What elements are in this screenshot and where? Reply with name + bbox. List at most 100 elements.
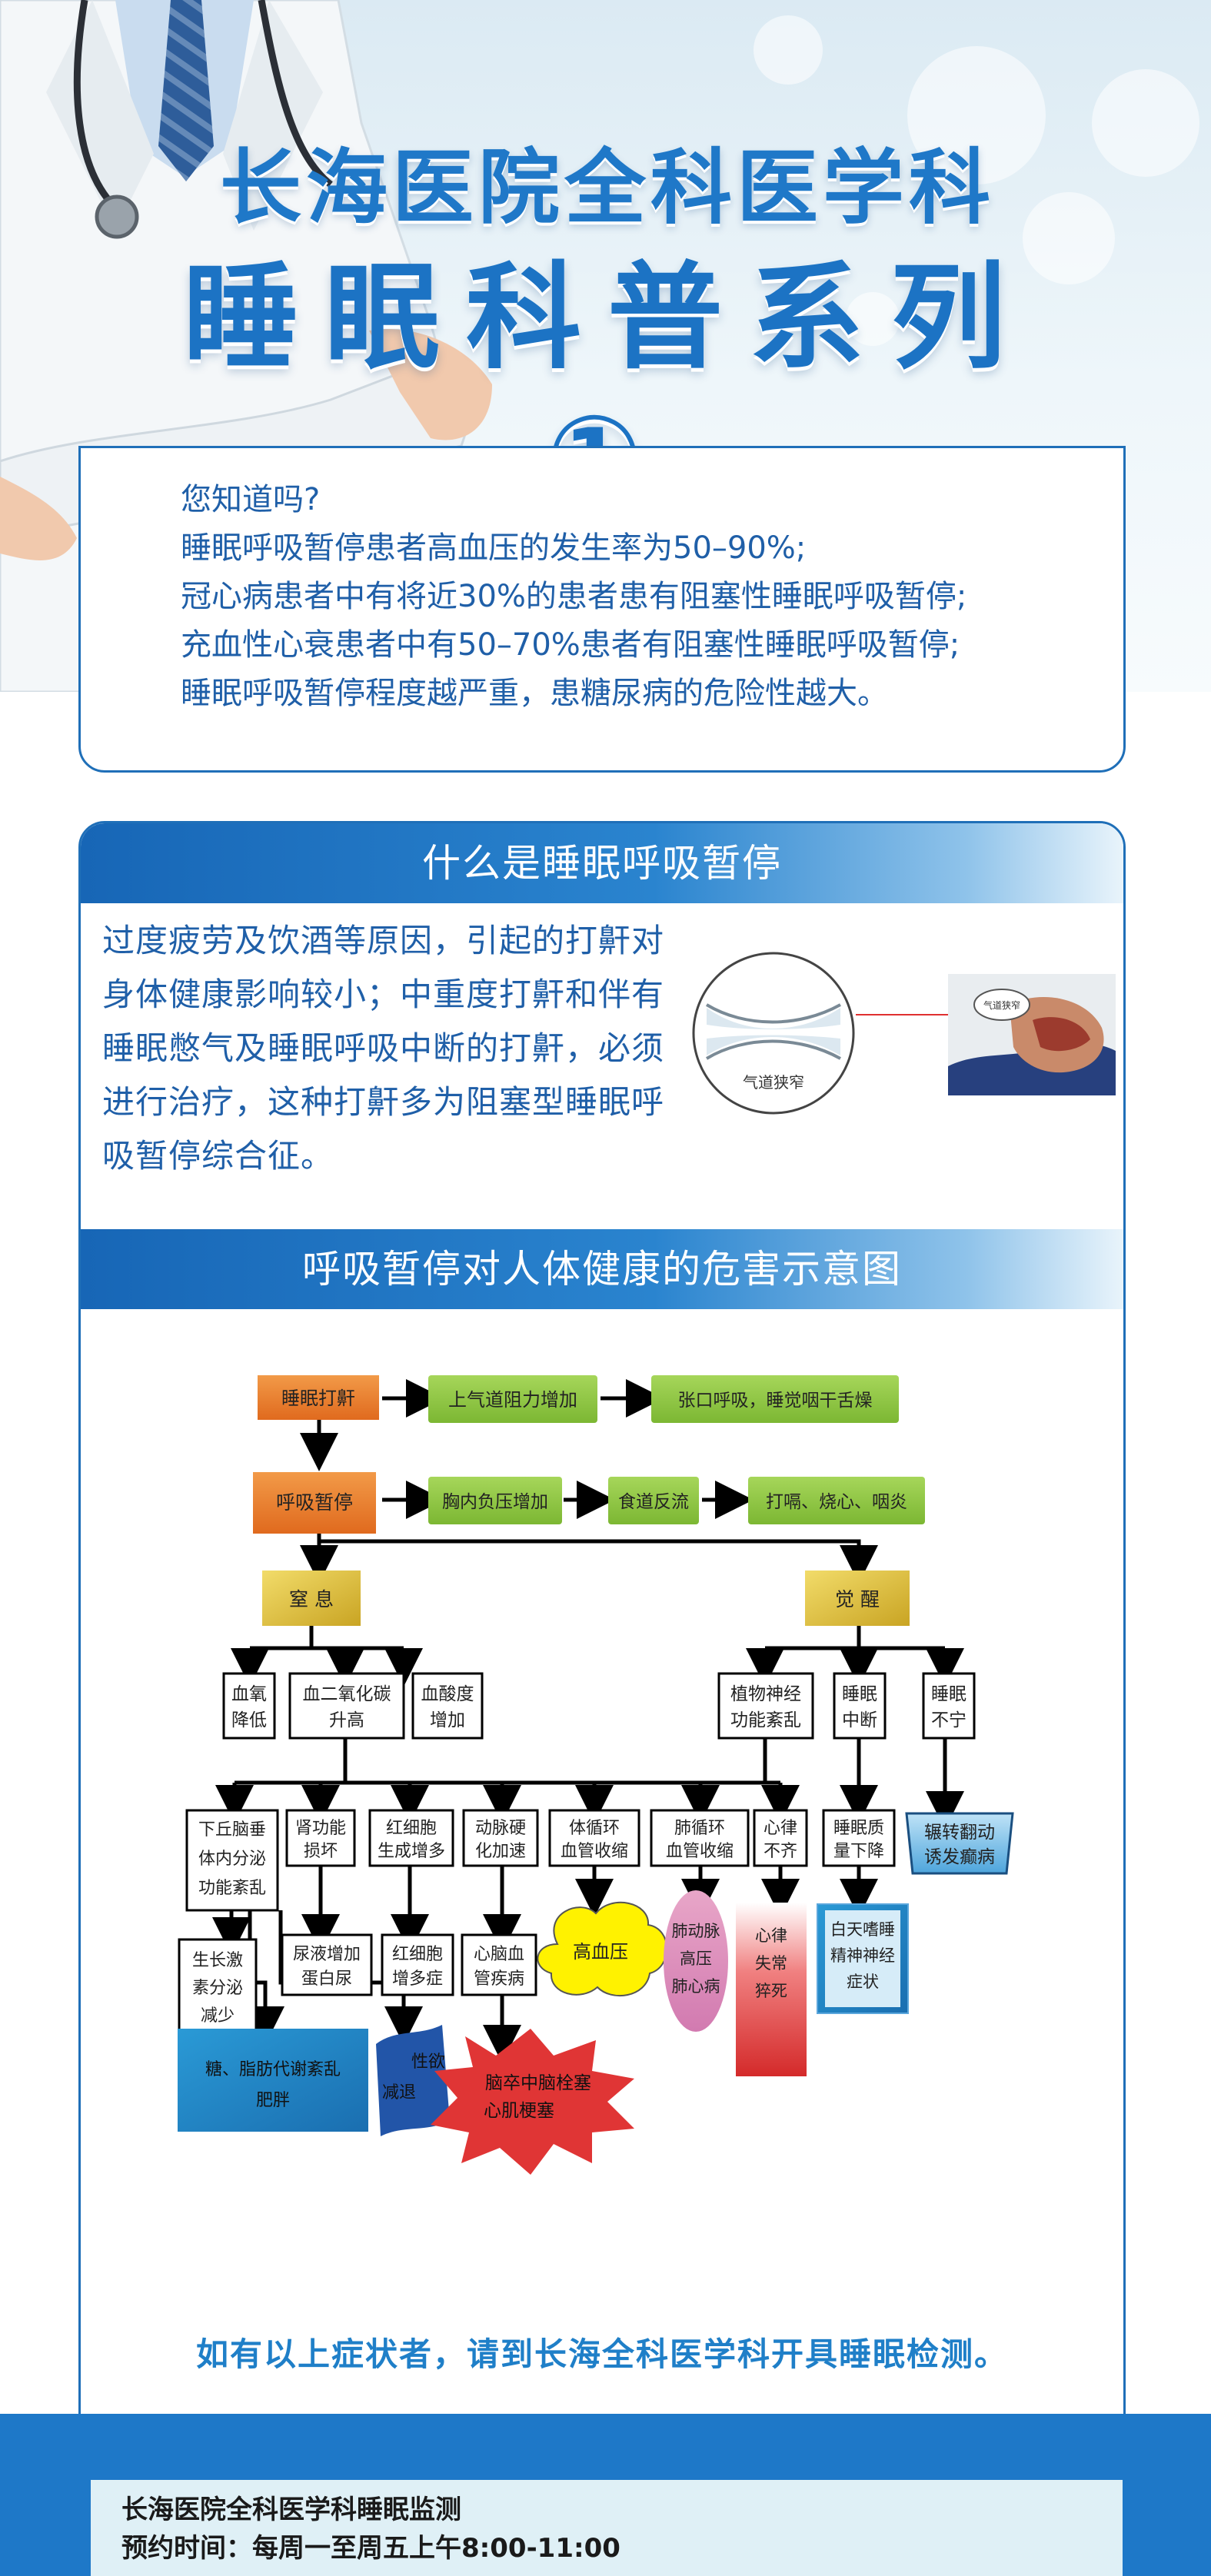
svg-text:呼吸暂停: 呼吸暂停 xyxy=(276,1491,353,1514)
node-epilepsy xyxy=(905,1812,1014,1875)
svg-text:精神神经: 精神神经 xyxy=(830,1946,895,1965)
svg-text:血二氧化碳: 血二氧化碳 xyxy=(303,1684,391,1704)
svg-text:血氧: 血氧 xyxy=(231,1684,267,1704)
svg-text:高血压: 高血压 xyxy=(573,1941,628,1963)
svg-text:量下降: 量下降 xyxy=(833,1842,884,1861)
svg-text:胸内负压增加: 胸内负压增加 xyxy=(442,1492,548,1512)
node-hypertension xyxy=(537,1901,668,1997)
callout-line xyxy=(856,1014,948,1015)
appointment-card: 长海医院全科医学科睡眠监测 预约时间：每周一至周五上午8:00-11:00 xyxy=(91,2480,1123,2576)
node-apnea xyxy=(253,1472,376,1534)
svg-text:管疾病: 管疾病 xyxy=(474,1969,524,1989)
svg-text:中断: 中断 xyxy=(842,1710,877,1730)
svg-text:增多症: 增多症 xyxy=(392,1969,443,1989)
photo-label: 气道狭窄 xyxy=(983,999,1020,1011)
svg-text:猝死: 猝死 xyxy=(755,1982,787,2000)
airway-narrowing-diagram: 气道狭窄 xyxy=(692,952,855,1115)
svg-text:生成增多: 生成增多 xyxy=(378,1842,445,1861)
facts-box: 您知道吗? 睡眠呼吸暂停患者高血压的发生率为50–90%; 冠心病患者中有将近3… xyxy=(78,446,1126,773)
svg-text:植物神经: 植物神经 xyxy=(730,1684,801,1704)
node-hiccup xyxy=(748,1477,925,1524)
svg-text:减少: 减少 xyxy=(201,2006,235,2026)
node-suffocation xyxy=(262,1571,361,1626)
node-snoring xyxy=(258,1375,379,1420)
node-libido xyxy=(376,2025,450,2136)
node-pulmonary-hypertension xyxy=(664,1890,728,2032)
facts-line: 冠心病患者中有将近30%的患者患有阻塞性睡眠呼吸暂停; xyxy=(181,579,967,614)
svg-text:肺心病: 肺心病 xyxy=(672,1977,720,1996)
svg-text:诱发癫病: 诱发癫病 xyxy=(924,1847,995,1867)
svg-text:损坏: 损坏 xyxy=(304,1842,338,1861)
svg-text:觉 醒: 觉 醒 xyxy=(835,1588,880,1610)
svg-text:食道反流: 食道反流 xyxy=(618,1492,689,1512)
node-metabolic xyxy=(178,2029,368,2132)
svg-text:减退: 减退 xyxy=(382,2083,416,2102)
svg-text:脑卒中脑栓塞: 脑卒中脑栓塞 xyxy=(485,2073,591,2093)
checkup-notice: 如有以上症状者，请到长海全科医学科开具睡眠检测。 xyxy=(195,2335,1008,2373)
main-panel: 什么是睡眠呼吸暂停 过度疲劳及饮酒等原因，引起的打鼾对身体健康影响较小；中重度打… xyxy=(78,821,1126,2418)
svg-text:功能紊乱: 功能紊乱 xyxy=(730,1710,801,1730)
svg-text:红细胞: 红细胞 xyxy=(386,1819,437,1838)
svg-text:心律: 心律 xyxy=(755,1926,787,1945)
what-description: 过度疲劳及饮酒等原因，引起的打鼾对身体健康影响较小；中重度打鼾和伴有睡眠憋气及睡… xyxy=(102,922,665,1175)
svg-text:失常: 失常 xyxy=(755,1954,787,1973)
node-arousal xyxy=(805,1571,910,1626)
svg-text:肺循环: 肺循环 xyxy=(674,1819,725,1838)
svg-text:血管收缩: 血管收缩 xyxy=(666,1842,734,1861)
svg-text:高压: 高压 xyxy=(680,1949,712,1968)
svg-text:肾功能: 肾功能 xyxy=(295,1819,346,1838)
node-mouth-breathing xyxy=(651,1375,899,1423)
svg-text:升高: 升高 xyxy=(329,1710,364,1730)
svg-text:动脉硬: 动脉硬 xyxy=(475,1819,526,1838)
svg-text:素分泌: 素分泌 xyxy=(192,1979,243,1998)
svg-text:辗转翻动: 辗转翻动 xyxy=(924,1823,995,1843)
svg-text:功能紊乱: 功能紊乱 xyxy=(198,1879,266,1898)
svg-text:不宁: 不宁 xyxy=(931,1710,966,1730)
appointment-time: 预约时间：每周一至周五上午8:00-11:00 xyxy=(121,2533,620,2564)
facts-line: 睡眠呼吸暂停患者高血压的发生率为50–90%; xyxy=(181,530,807,566)
svg-text:白天嗜睡: 白天嗜睡 xyxy=(830,1920,895,1939)
svg-text:睡眠打鼾: 睡眠打鼾 xyxy=(281,1388,355,1409)
svg-text:睡眠: 睡眠 xyxy=(842,1684,877,1704)
svg-text:血管收缩: 血管收缩 xyxy=(561,1842,628,1861)
svg-text:肺动脉: 肺动脉 xyxy=(672,1922,720,1940)
clinic-name: 长海医院全科医学科睡眠监测 xyxy=(121,2495,461,2525)
svg-text:睡眠质: 睡眠质 xyxy=(833,1819,884,1838)
hero-banner: 长海医院全科医学科 睡眠科普系列① xyxy=(0,0,1211,692)
svg-text:蛋白尿: 蛋白尿 xyxy=(301,1969,352,1989)
svg-text:下丘脑垂: 下丘脑垂 xyxy=(198,1820,266,1840)
node-sudden-death xyxy=(736,1903,807,2076)
node-stroke xyxy=(431,2029,634,2175)
svg-text:窒 息: 窒 息 xyxy=(289,1588,334,1610)
harm-flowchart: 睡眠打鼾 上气道阻力增加 张口呼吸，睡觉咽干舌燥 呼吸暂停 胸内负压增加 食道反… xyxy=(178,1375,1014,2175)
svg-text:心脑血: 心脑血 xyxy=(474,1945,524,1964)
node-reflux xyxy=(608,1477,699,1524)
svg-text:心肌梗塞: 心肌梗塞 xyxy=(484,2101,554,2121)
hospital-title: 长海医院全科医学科 xyxy=(220,141,995,235)
svg-text:红细胞: 红细胞 xyxy=(392,1945,443,1964)
section-heading-harm: 呼吸暂停对人体健康的危害示意图 xyxy=(81,1229,1123,1309)
svg-text:体循环: 体循环 xyxy=(569,1819,620,1838)
facts-line: 充血性心衰患者中有50–70%患者有阻塞性睡眠呼吸暂停; xyxy=(181,627,960,663)
svg-text:张口呼吸，睡觉咽干舌燥: 张口呼吸，睡觉咽干舌燥 xyxy=(678,1391,873,1411)
svg-text:打嗝、烧心、咽炎: 打嗝、烧心、咽炎 xyxy=(766,1492,907,1512)
svg-text:生长激: 生长激 xyxy=(192,1951,243,1970)
svg-text:体内分泌: 体内分泌 xyxy=(198,1850,266,1869)
svg-text:尿液增加: 尿液增加 xyxy=(293,1945,361,1964)
svg-text:心律: 心律 xyxy=(764,1819,797,1838)
svg-text:糖、脂肪代谢紊乱: 糖、脂肪代谢紊乱 xyxy=(205,2060,341,2079)
svg-text:肥胖: 肥胖 xyxy=(256,2091,290,2110)
svg-text:增加: 增加 xyxy=(430,1710,465,1730)
svg-text:睡眠: 睡眠 xyxy=(931,1684,966,1704)
svg-text:上气道阻力增加: 上气道阻力增加 xyxy=(448,1389,577,1411)
airway-label: 气道狭窄 xyxy=(743,1073,804,1092)
node-upper-airway xyxy=(428,1375,597,1423)
svg-text:性欲: 性欲 xyxy=(411,2052,445,2072)
facts-line: 睡眠呼吸暂停程度越严重，患糖尿病的危险性越大。 xyxy=(181,676,888,711)
svg-text:症状: 症状 xyxy=(847,1973,879,1991)
node-chest-pressure xyxy=(428,1477,562,1524)
section-heading-what: 什么是睡眠呼吸暂停 xyxy=(81,823,1123,903)
svg-text:不齐: 不齐 xyxy=(764,1842,797,1861)
svg-text:化加速: 化加速 xyxy=(475,1842,526,1861)
svg-text:降低: 降低 xyxy=(231,1710,267,1730)
